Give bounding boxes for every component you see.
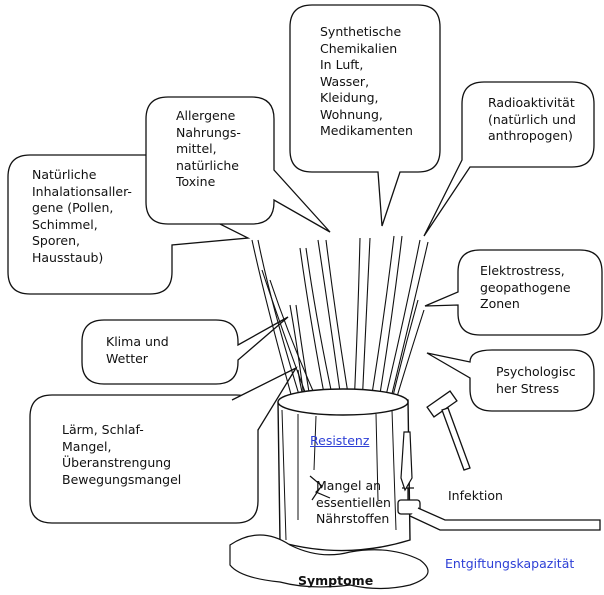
bubble-elektro — [424, 249, 603, 336]
label-symptome: Symptome — [298, 573, 374, 588]
chisel-icon — [400, 431, 413, 492]
label-psycho: Psychologisc her Stress — [496, 364, 576, 396]
barrel — [277, 388, 411, 552]
label-natuerliche: Natürliche Inhalationsaller- gene (Polle… — [32, 167, 132, 265]
tap-icon — [397, 487, 601, 531]
bubble-klima — [81, 316, 289, 385]
bubble-radioaktiv — [423, 81, 595, 237]
label-synthetische: Synthetische Chemikalien In Luft, Wasser… — [320, 24, 413, 138]
label-entgiftung: Entgiftungskapazität — [445, 556, 575, 571]
label-infektion: Infektion — [448, 488, 503, 503]
label-klima: Klima und Wetter — [106, 334, 169, 366]
label-resistenz[interactable]: Resistenz — [310, 433, 370, 448]
bubble-psycho — [426, 349, 595, 412]
label-allergene: Allergene Nahrungs- mittel, natürliche T… — [176, 108, 241, 189]
label-elektro: Elektrostress, geopathogene Zonen — [480, 263, 571, 311]
label-laerm: Lärm, Schlaf- Mangel, Überanstrengung Be… — [62, 422, 182, 487]
crack-icon — [309, 475, 331, 501]
bubble-allergene — [145, 96, 331, 233]
bubble-synthetische — [289, 4, 441, 227]
hammer-icon — [426, 390, 471, 471]
streams — [251, 235, 429, 407]
puddle — [229, 534, 429, 590]
label-mangel: Mangel an essentiellen Nährstoffen — [316, 478, 391, 526]
label-radioaktiv: Radioaktivität (natürlich und anthropoge… — [488, 95, 576, 143]
